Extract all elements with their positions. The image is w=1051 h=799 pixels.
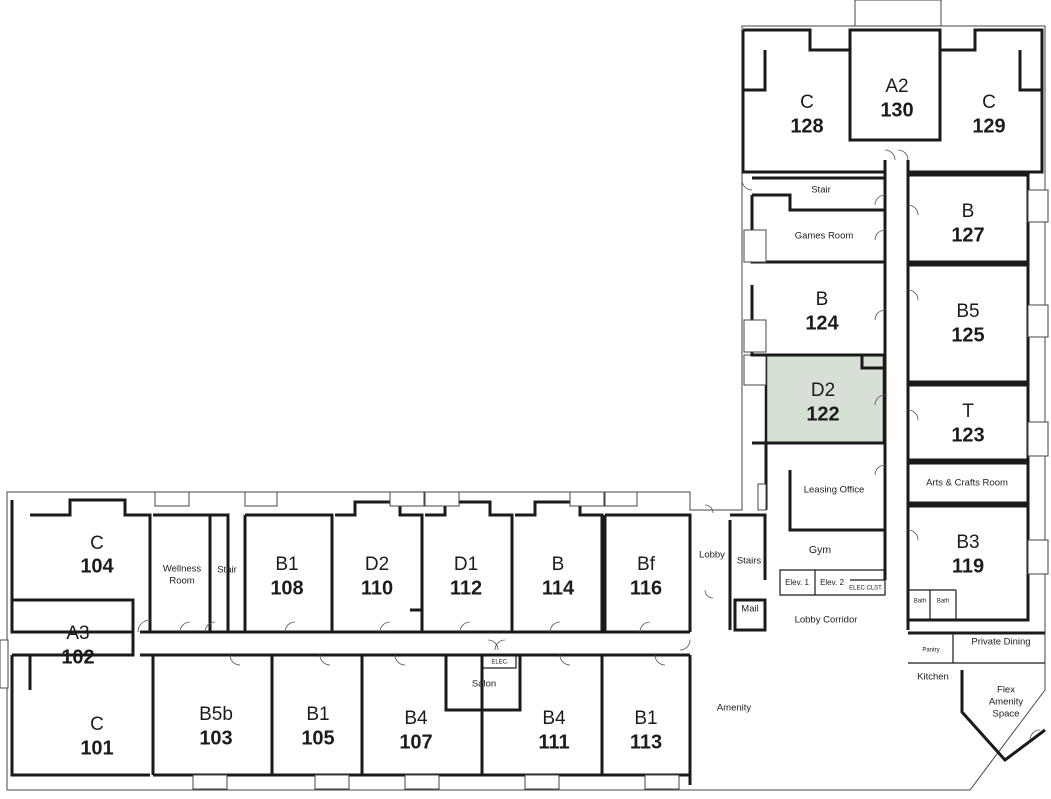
elevator-1-label: Elev. 1 — [785, 578, 809, 587]
unit-107[interactable]: B4 107 — [362, 655, 446, 775]
unit-number: 103 — [199, 727, 232, 749]
arts-crafts-room-label: Arts & Crafts Room — [926, 478, 1008, 489]
unit-number: 128 — [790, 115, 823, 137]
games-room-label: Games Room — [795, 231, 854, 242]
elec-label: ELEC. — [491, 660, 509, 666]
unit-104[interactable]: C 104 — [12, 500, 150, 600]
unit-number: 104 — [80, 555, 114, 577]
unit-number: 130 — [880, 99, 913, 121]
unit-110[interactable]: D2 110 — [335, 515, 422, 632]
unit-type-label: Bf — [637, 554, 656, 575]
unit-130[interactable]: A2 130 — [850, 30, 940, 140]
unit-number: 101 — [80, 737, 113, 759]
unit-number: 105 — [301, 727, 334, 749]
unit-101[interactable]: C 101 — [12, 655, 153, 775]
unit-type-label: D2 — [811, 380, 835, 401]
unit-type-label: C — [90, 533, 104, 554]
bath-label: Bath — [914, 599, 926, 605]
gym-label: Gym — [809, 544, 831, 556]
unit-number: 107 — [399, 731, 432, 753]
unit-type-label: B4 — [542, 708, 566, 729]
lobby-corridor-label: Lobby Corridor — [795, 615, 858, 626]
unit-number: 123 — [951, 424, 984, 446]
unit-128[interactable]: C 128 — [743, 30, 850, 172]
unit-124[interactable]: B 124 — [752, 262, 885, 355]
stairs-label: Stairs — [737, 556, 762, 567]
unit-number: 110 — [361, 577, 393, 599]
wellness-room-label: Room — [169, 576, 194, 587]
unit-number: 122 — [806, 403, 839, 425]
unit-105[interactable]: B1 105 — [272, 655, 362, 775]
unit-type-label: B5 — [956, 301, 979, 322]
unit-type-label: D2 — [365, 554, 389, 575]
kitchen-label: Kitchen — [917, 672, 949, 683]
unit-108[interactable]: B1 108 — [245, 515, 332, 632]
balconies — [154, 189, 1049, 790]
amenity-label: Amenity — [717, 703, 752, 714]
door-swings — [137, 149, 1041, 741]
unit-114[interactable]: B 114 — [515, 515, 602, 632]
salon-label: Salon — [472, 679, 496, 690]
unit-type-label: T — [962, 401, 974, 422]
unit-113[interactable]: B1 113 — [602, 655, 690, 775]
unit-type-label: B1 — [275, 554, 298, 575]
unit-type-label: B1 — [306, 704, 329, 725]
unit-type-label: B1 — [634, 708, 657, 729]
private-dining-label: Private Dining — [971, 637, 1030, 648]
unit-127[interactable]: B 127 — [908, 175, 1028, 262]
unit-type-label: B4 — [404, 708, 428, 729]
unit-125[interactable]: B5 125 — [908, 265, 1028, 382]
unit-type-label: C — [800, 92, 814, 113]
unit-116[interactable]: Bf 116 — [605, 515, 690, 632]
flex-amenity-space-label: Flex — [997, 685, 1015, 696]
unit-number: 116 — [630, 577, 662, 599]
unit-type-label: B — [552, 554, 565, 575]
unit-123[interactable]: T 123 — [908, 385, 1028, 460]
unit-type-label: C — [90, 714, 104, 735]
stair-label: Stair — [811, 185, 831, 196]
stair-label: Stair — [217, 565, 237, 576]
unit-type-label: B5b — [199, 704, 233, 725]
pantry-label: Pantry — [922, 648, 939, 654]
unit-number: 114 — [542, 577, 575, 599]
unit-number: 129 — [972, 115, 1005, 137]
unit-number: 127 — [951, 224, 984, 246]
unit-112[interactable]: D1 112 — [425, 515, 512, 632]
unit-number: 112 — [450, 577, 482, 599]
unit-type-label: A2 — [885, 76, 908, 97]
lobby-label: Lobby — [699, 550, 725, 561]
unit-number: 108 — [270, 577, 303, 599]
unit-type-label: A3 — [66, 623, 89, 644]
unit-number: 111 — [538, 731, 569, 753]
walls — [10, 28, 1046, 785]
unit-number: 124 — [805, 312, 839, 334]
unit-type-label: B — [962, 201, 975, 222]
unit-122[interactable]: D2 122 — [766, 355, 884, 443]
unit-number: 113 — [630, 731, 662, 753]
unit-type-label: B — [816, 289, 829, 310]
mail-label: Mail — [741, 604, 758, 615]
unit-111[interactable]: B4 111 — [482, 655, 602, 775]
unit-119[interactable]: B3 119 — [908, 506, 1028, 590]
wellness-room-label: Wellness — [163, 564, 202, 575]
room-labels: Wellness Room Stair Stair Games Room Lea… — [163, 185, 1031, 720]
elevator-2-label: Elev. 2 — [820, 578, 844, 587]
flex-amenity-space-label: Amenity — [989, 697, 1024, 708]
unit-number: 102 — [61, 646, 94, 668]
unit-102[interactable]: A3 102 — [12, 600, 133, 668]
unit-type-label: D1 — [454, 554, 478, 575]
unit-type-label: C — [982, 92, 996, 113]
unit-number: 125 — [951, 324, 984, 346]
leasing-office-label: Leasing Office — [804, 485, 865, 496]
unit-103[interactable]: B5b 103 — [153, 655, 272, 775]
elec-closet-label: ELEC.CLST. — [849, 586, 883, 592]
unit-129[interactable]: C 129 — [940, 30, 1042, 172]
unit-number: 119 — [952, 555, 984, 577]
bath-label: Bath — [937, 599, 949, 605]
unit-type-label: B3 — [956, 532, 979, 553]
flex-amenity-space-label: Space — [993, 709, 1020, 720]
